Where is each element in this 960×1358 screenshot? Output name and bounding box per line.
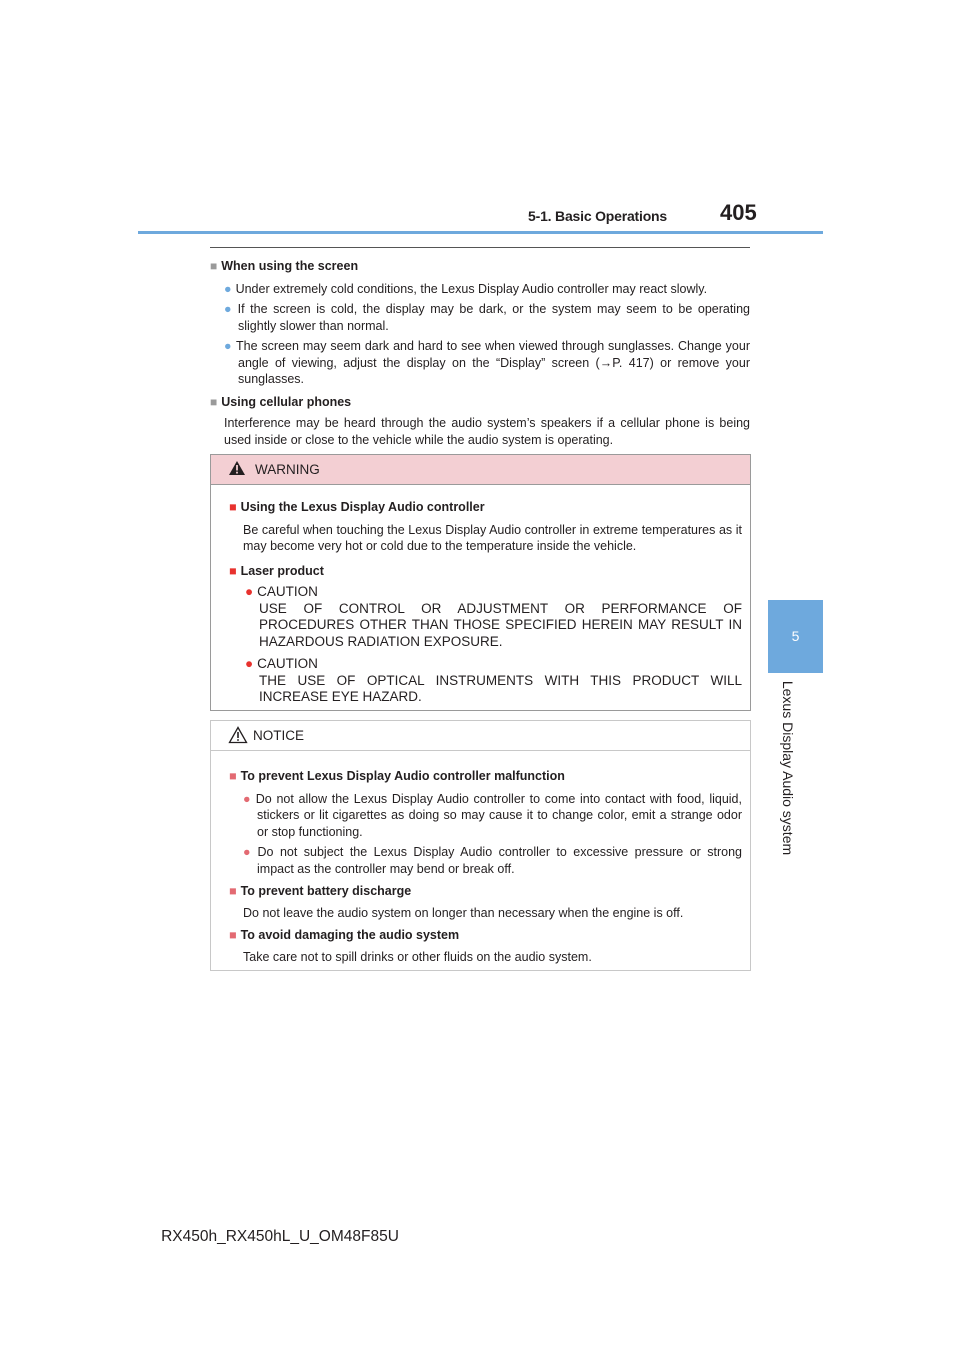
chapter-number: 5 [791, 628, 800, 644]
notice-body: ■To prevent Lexus Display Audio controll… [211, 751, 750, 965]
controller-text: Be careful when touching the Lexus Displ… [243, 522, 742, 554]
notice-box: NOTICE ■To prevent Lexus Display Audio c… [210, 720, 751, 971]
notice-label: NOTICE [253, 728, 305, 743]
dot-bullet-icon: ● [245, 656, 254, 671]
content-rule [210, 247, 750, 248]
square-bullet-icon: ■ [229, 769, 237, 783]
phones-text: Interference may be heard through the au… [224, 416, 750, 447]
damage-text: Take care not to spill drinks or other f… [243, 949, 592, 964]
notice-header: NOTICE [211, 721, 750, 751]
battery-heading: ■To prevent battery discharge [229, 884, 412, 898]
chapter-title: Lexus Display Audio system [780, 680, 796, 856]
battery-text: Do not leave the audio system on longer … [243, 905, 684, 920]
phones-heading: ■Using cellular phones [210, 394, 352, 409]
laser-heading: ■Laser product [229, 563, 324, 578]
square-bullet-icon: ■ [229, 928, 237, 942]
page-number: 405 [720, 200, 757, 225]
header-rule [138, 231, 823, 234]
controller-heading: ■Using the Lexus Display Audio controlle… [229, 500, 485, 514]
screen-heading: ■When using the screen [210, 259, 359, 273]
list-item: ●Do not allow the Lexus Display Audio co… [243, 791, 742, 839]
damage-heading: ■To avoid damaging the audio system [229, 928, 460, 942]
square-bullet-icon: ■ [229, 563, 237, 578]
list-item: ●The screen may seem dark and hard to se… [224, 339, 750, 386]
model-code: RX450h_RX450hL_U_OM48F85U [161, 1228, 399, 1245]
square-bullet-icon: ■ [229, 884, 237, 898]
dot-bullet-icon: ● [243, 791, 252, 806]
warning-triangle-icon [229, 461, 245, 475]
warning-header: WARNING [211, 455, 750, 485]
list-item: ●If the screen is cold, the display may … [224, 302, 750, 333]
dot-bullet-icon: ● [224, 281, 232, 296]
section-title: 5-1. Basic Operations [528, 208, 667, 224]
caution-triangle-icon [228, 726, 248, 744]
dot-bullet-icon: ● [224, 302, 234, 316]
square-bullet-icon: ■ [229, 500, 237, 514]
dot-bullet-icon: ● [245, 584, 254, 599]
square-bullet-icon: ■ [210, 259, 218, 273]
dot-bullet-icon: ● [243, 845, 254, 859]
warning-label: WARNING [255, 462, 320, 477]
warning-body: ■Using the Lexus Display Audio controlle… [211, 485, 750, 706]
list-item: ●Do not subject the Lexus Display Audio … [243, 845, 742, 876]
intro-section: ■When using the screen ●Under extremely … [210, 256, 750, 452]
square-bullet-icon: ■ [210, 394, 218, 409]
chapter-tab: 5 [768, 600, 823, 673]
list-item: ●Under extremely cold conditions, the Le… [224, 281, 708, 296]
dot-bullet-icon: ● [224, 339, 232, 353]
malfunction-heading: ■To prevent Lexus Display Audio controll… [229, 769, 565, 783]
warning-box: WARNING ■Using the Lexus Display Audio c… [210, 454, 751, 711]
